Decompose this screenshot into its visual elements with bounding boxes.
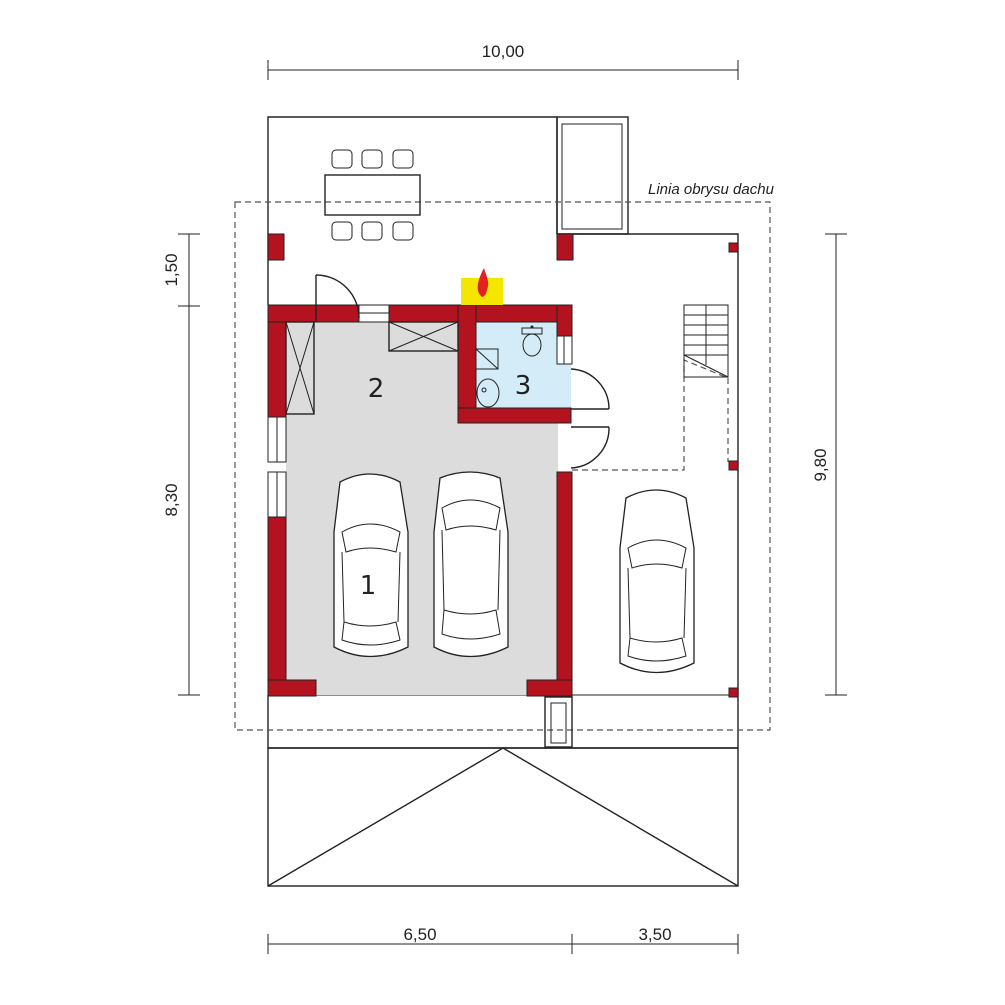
window-icon bbox=[267, 304, 573, 518]
walls bbox=[267, 233, 739, 698]
carport-path bbox=[572, 359, 729, 471]
stairs-icon bbox=[683, 304, 729, 378]
driveway-roof bbox=[267, 747, 739, 887]
bottom-post bbox=[544, 696, 573, 748]
dimension-bottom: 6,50 3,50 bbox=[267, 925, 739, 954]
door-icon bbox=[570, 368, 610, 469]
car-icon bbox=[333, 473, 409, 658]
dimension-top: 10,00 bbox=[267, 42, 739, 80]
car-icon bbox=[619, 489, 695, 674]
sink-icon bbox=[475, 378, 500, 408]
shower-icon bbox=[475, 348, 499, 370]
room-label-bathroom: 3 bbox=[515, 371, 532, 401]
room-label-garage: 1 bbox=[360, 571, 377, 601]
storage-cabinet bbox=[285, 321, 459, 415]
fireplace-icon bbox=[461, 268, 503, 305]
dim-left-lower-label: 8,30 bbox=[162, 483, 181, 516]
dim-top-label: 10,00 bbox=[482, 42, 525, 61]
table-icon bbox=[324, 174, 421, 216]
roof-outline bbox=[234, 201, 771, 731]
roof-outline-label: Linia obrysu dachu bbox=[648, 181, 775, 198]
toilet-icon bbox=[521, 325, 543, 357]
car-icon bbox=[433, 471, 509, 658]
dim-bottom-left-label: 6,50 bbox=[403, 925, 436, 944]
room-label-utility: 2 bbox=[368, 374, 385, 404]
dimension-right: 9,80 bbox=[811, 233, 847, 696]
dimension-left: 1,50 8,30 bbox=[162, 233, 200, 696]
dim-bottom-right-label: 3,50 bbox=[638, 925, 671, 944]
door-icon bbox=[315, 274, 360, 322]
dim-left-upper-label: 1,50 bbox=[162, 253, 181, 286]
dim-right-label: 9,80 bbox=[811, 448, 830, 481]
chair-icon bbox=[331, 149, 414, 241]
